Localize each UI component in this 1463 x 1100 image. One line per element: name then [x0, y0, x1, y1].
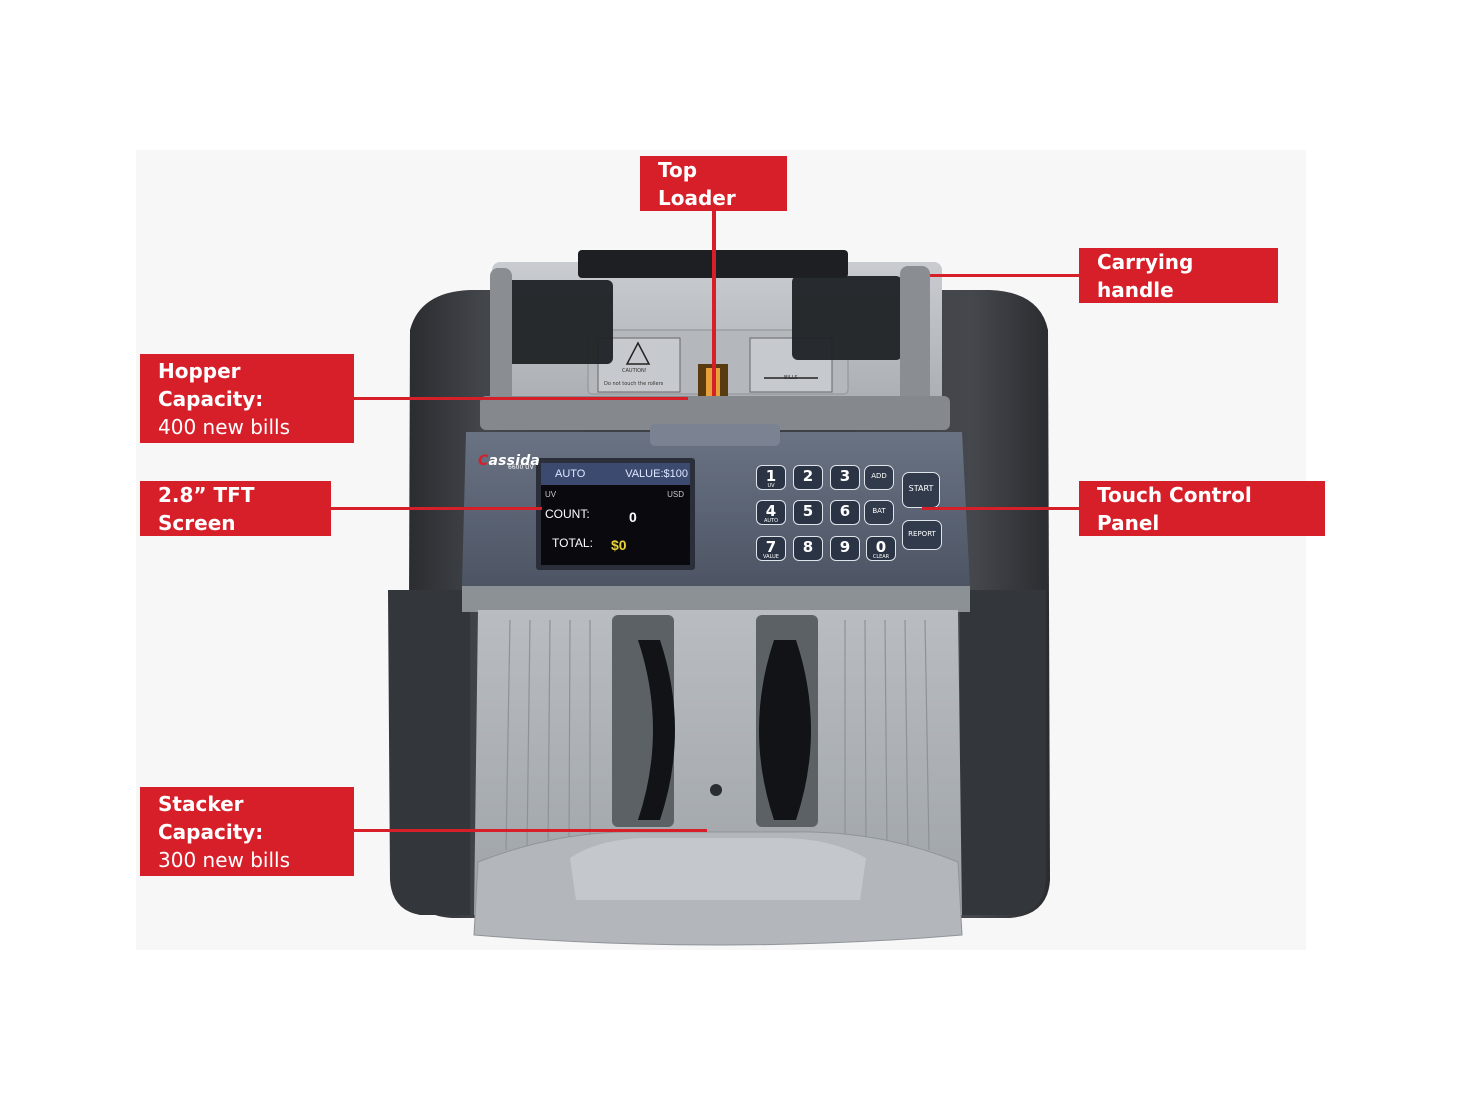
leader-hopper	[352, 397, 688, 400]
key-3[interactable]: 3	[830, 465, 860, 490]
stacker-wheel-left	[638, 640, 675, 820]
panel-front-lip	[462, 586, 970, 612]
display-mode: AUTO	[555, 468, 586, 480]
callout-hopper-capacity: Hopper Capacity: 400 new bills	[140, 354, 354, 443]
brand-logo: Cassida 6600 UV	[478, 450, 541, 471]
tft-display: AUTO VALUE:$100 UV USD COUNT: 0 TOTAL: $…	[541, 463, 690, 565]
key-4-digit: 4	[765, 502, 777, 520]
caution-text: Do not touch the rollers	[604, 381, 664, 387]
key-8[interactable]: 8	[793, 536, 823, 561]
brand-name: assida	[488, 453, 541, 469]
callout-carrying-handle-text: Carrying handle	[1097, 249, 1194, 302]
display-usd: USD	[667, 490, 684, 499]
callout-touch-control-panel: Touch Control Panel	[1079, 481, 1325, 536]
tray-ribs	[505, 619, 930, 851]
display-count-value: 0	[629, 509, 637, 525]
caution-title: CAUTION!	[622, 368, 647, 374]
stacker-scoop	[570, 838, 866, 900]
model-number: 6600 UV	[508, 464, 534, 471]
key-1-sub: UV	[767, 483, 775, 489]
callout-carrying-handle: Carrying handle	[1079, 248, 1278, 303]
key-2-digit: 2	[802, 467, 814, 485]
brand-initial: C	[478, 453, 489, 469]
leader-top-loader	[712, 210, 716, 396]
display-value: VALUE:$100	[625, 468, 688, 480]
callout-stacker-sub: 300 new bills	[158, 847, 291, 872]
key-2[interactable]: 2	[793, 465, 823, 490]
key-4-sub: AUTO	[763, 518, 779, 524]
bills-label: BILLS	[784, 375, 798, 381]
callout-tft-screen: 2.8” TFT Screen	[140, 481, 331, 536]
add-button[interactable]: ADD	[864, 465, 894, 490]
callout-top-loader: Top Loader	[640, 156, 787, 211]
handle-right	[900, 266, 930, 414]
callout-hopper-sub: 400 new bills	[158, 414, 291, 439]
callout-tft-screen-text: 2.8” TFT Screen	[158, 482, 255, 535]
panel-tab	[650, 424, 780, 446]
key-0-sub: CLEAR	[872, 554, 890, 560]
right-guide	[792, 276, 902, 360]
start-button[interactable]: START	[902, 472, 940, 508]
key-5[interactable]: 5	[793, 500, 823, 525]
display-header-bar	[541, 463, 690, 485]
callout-touch-panel-text: Touch Control Panel	[1097, 482, 1252, 535]
key-7-digit: 7	[765, 538, 777, 556]
left-guide	[503, 280, 613, 364]
display-uv: UV	[545, 490, 557, 499]
callout-stacker-capacity: Stacker Capacity: 300 new bills	[140, 787, 354, 876]
callout-stacker-title: Stacker Capacity:	[158, 791, 264, 844]
key-0-digit: 0	[875, 538, 887, 556]
display-count-label: COUNT:	[545, 507, 590, 521]
leader-screen	[330, 507, 542, 510]
leader-stacker	[352, 829, 707, 832]
callout-top-loader-text: Top Loader	[658, 157, 736, 210]
display-total-label: TOTAL:	[552, 536, 593, 550]
key-6-digit: 6	[839, 502, 851, 520]
hopper-lip	[480, 396, 950, 430]
key-6[interactable]: 6	[830, 500, 860, 525]
sensor	[710, 784, 722, 796]
caution-triangle	[625, 341, 651, 365]
bat-button[interactable]: BAT	[864, 500, 894, 525]
key-5-digit: 5	[802, 502, 814, 520]
key-9[interactable]: 9	[830, 536, 860, 561]
key-7-sub: VALUE	[763, 554, 779, 560]
body-side-right	[960, 590, 1046, 915]
callout-hopper-title: Hopper Capacity:	[158, 358, 264, 411]
key-8-digit: 8	[802, 538, 814, 556]
handle-left	[490, 268, 512, 414]
display-total-value: $0	[611, 537, 627, 553]
stacker-wheel-right	[759, 640, 811, 820]
body-side-left	[388, 590, 470, 915]
report-button[interactable]: REPORT	[902, 520, 942, 550]
key-9-digit: 9	[839, 538, 851, 556]
key-3-digit: 3	[839, 467, 851, 485]
leader-carrying-handle	[930, 274, 1080, 277]
leader-touch-panel	[922, 507, 1080, 510]
key-1-digit: 1	[765, 467, 777, 485]
